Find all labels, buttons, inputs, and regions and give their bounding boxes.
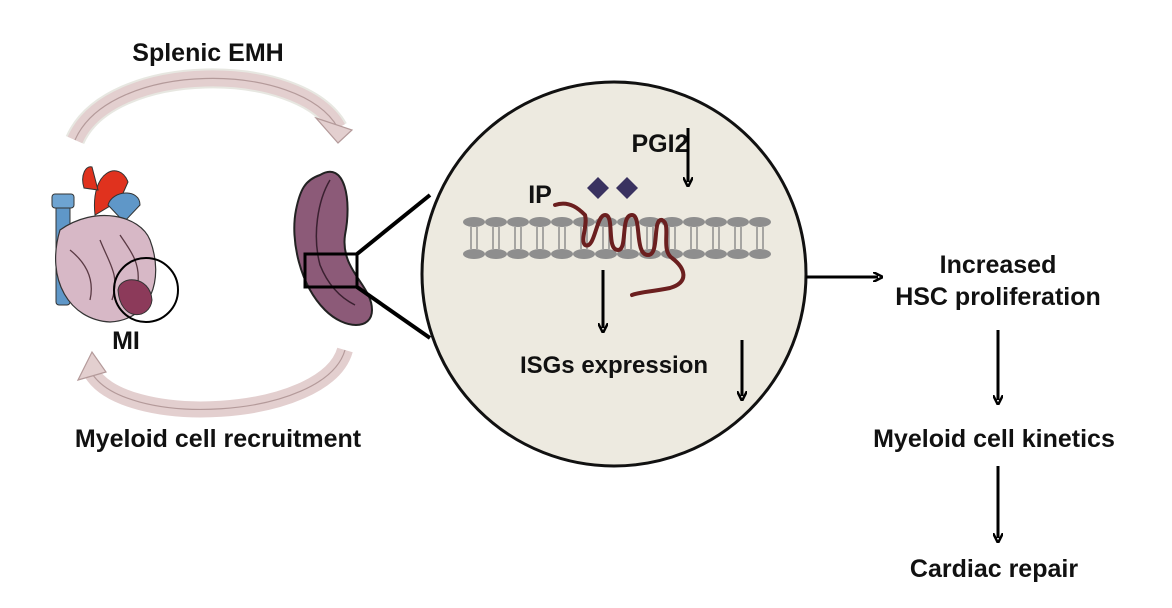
- lipid-head: [727, 249, 749, 259]
- lipid-head: [507, 217, 529, 227]
- spleen-zoom-box: [303, 252, 359, 289]
- lipid-head: [463, 249, 485, 259]
- lipid-head: [463, 217, 485, 227]
- lipid-head: [551, 249, 573, 259]
- lipid-head: [749, 217, 771, 227]
- lipid-head: [727, 217, 749, 227]
- lipid-head: [705, 249, 727, 259]
- lipid-head: [617, 249, 639, 259]
- pgi2-ligand-diamond: [587, 177, 609, 199]
- cell-membrane: [463, 217, 771, 259]
- lipid-head: [617, 217, 639, 227]
- lipid-head: [595, 249, 617, 259]
- pgi2-label: PGI2: [632, 130, 689, 158]
- pgi2-ligand-diamond: [616, 177, 638, 199]
- cardiac-repair-label: Cardiac repair: [910, 555, 1078, 583]
- zoom-line-top: [355, 193, 432, 256]
- ip-receptor: [553, 201, 686, 297]
- mi-label: MI: [112, 327, 140, 355]
- lipid-head: [529, 217, 551, 227]
- lipid-head: [683, 249, 705, 259]
- lipid-head: [529, 249, 551, 259]
- spleen-illustration: [293, 170, 374, 326]
- lipid-head: [485, 217, 507, 227]
- increased-label: Increased: [940, 251, 1057, 279]
- myeloid-recruitment-label: Myeloid cell recruitment: [75, 425, 362, 453]
- isgs-expression-label: ISGs expression: [520, 352, 708, 379]
- heart-illustration: [51, 166, 157, 323]
- mi-highlight-circle: [113, 257, 179, 323]
- hsc-proliferation-label: HSC proliferation: [895, 283, 1101, 311]
- splenic-emh-arc-arrow: [65, 68, 354, 145]
- lipid-head: [705, 217, 727, 227]
- myeloid-kinetics-label: Myeloid cell kinetics: [873, 425, 1115, 453]
- lipid-head: [551, 217, 573, 227]
- lipid-head: [749, 249, 771, 259]
- lipid-head: [507, 249, 529, 259]
- ip-label: IP: [528, 181, 552, 209]
- myeloid-recruitment-arc-arrow: [76, 346, 353, 418]
- zoom-line-bottom: [355, 285, 432, 340]
- zoom-circle: [420, 80, 808, 468]
- splenic-emh-label: Splenic EMH: [132, 39, 283, 67]
- lipid-head: [485, 249, 507, 259]
- lipid-head: [683, 217, 705, 227]
- lipid-head: [573, 249, 595, 259]
